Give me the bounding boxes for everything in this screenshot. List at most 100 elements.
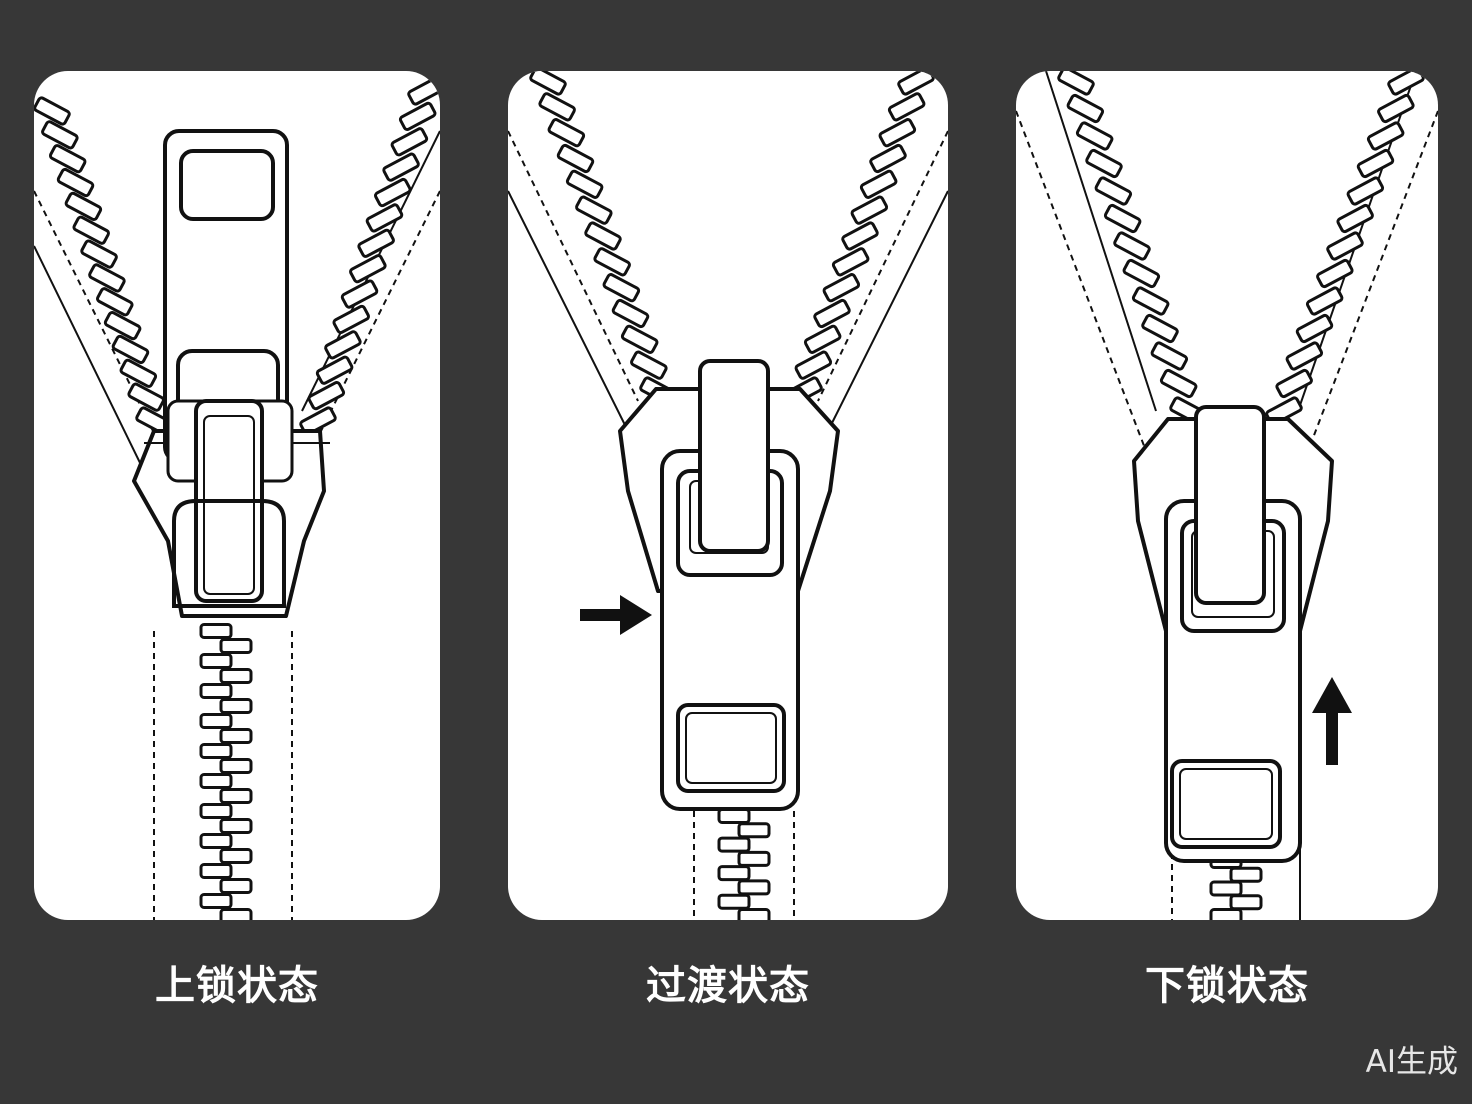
zipper-tooth xyxy=(841,221,879,251)
caption-locked-down: 下锁状态 xyxy=(1145,963,1309,1009)
zipper-tooth xyxy=(374,177,412,208)
zipper-tooth xyxy=(813,298,851,329)
zipper-tooth xyxy=(887,92,926,122)
zipper-tooth xyxy=(199,893,233,909)
zipper-tooth xyxy=(1316,258,1354,289)
zipper-tooth xyxy=(219,818,253,834)
zipper-tooth xyxy=(199,653,233,669)
zipper-tooth xyxy=(41,120,79,150)
zipper-tooth xyxy=(199,683,233,699)
panel-locked-up xyxy=(34,71,440,920)
zipper-tooth xyxy=(382,152,420,182)
arrow-up-icon xyxy=(1312,677,1352,765)
zipper-tooth xyxy=(850,195,889,225)
zipper-tooth xyxy=(1229,866,1263,883)
zipper-tooth xyxy=(737,879,771,896)
zipper-tooth xyxy=(611,298,650,329)
caption-transition: 过渡状态 xyxy=(646,963,810,1009)
zipper-tooth xyxy=(547,118,586,148)
zipper-tooth xyxy=(219,698,253,714)
zipper-tooth xyxy=(620,324,659,354)
zipper-tooth xyxy=(64,191,103,221)
zipper-tooth xyxy=(72,215,110,245)
zipper-tooth xyxy=(219,668,253,684)
zipper-tooth xyxy=(529,71,567,96)
zipper-tooth xyxy=(1387,71,1425,96)
zipper-tooth xyxy=(1305,286,1344,316)
zipper-tooth xyxy=(80,239,118,269)
zipper-tooth xyxy=(556,143,595,174)
zipper-tooth xyxy=(1103,203,1142,234)
zipper-tooth xyxy=(315,355,354,385)
zipper-tooth xyxy=(1377,93,1415,124)
zipper-tooth xyxy=(822,273,861,303)
zipper-tooth xyxy=(407,76,440,106)
zipper-tooth xyxy=(1075,121,1114,151)
zipper-tooth xyxy=(1141,313,1179,344)
zipper-tooth xyxy=(593,247,631,277)
zipper-slider-icon xyxy=(1132,405,1334,863)
caption-locked-up: 上锁状态 xyxy=(155,963,319,1009)
zipper-tooth xyxy=(398,101,437,131)
panel-transition xyxy=(508,71,948,920)
zipper-tooth xyxy=(34,96,71,126)
zipper-tooth xyxy=(737,908,771,920)
zipper-tooth xyxy=(103,311,142,341)
zipper-tooth xyxy=(390,127,429,157)
zipper-tooth xyxy=(199,713,233,729)
zipper-tooth xyxy=(199,803,233,819)
zipper-tooth xyxy=(717,808,751,824)
zipper-tooth xyxy=(340,279,379,309)
zipper-tooth xyxy=(349,254,387,284)
zipper-tooth xyxy=(1346,176,1385,206)
zipper-tooth xyxy=(1094,176,1133,206)
zipper-tooth xyxy=(584,221,622,251)
zipper-tooth xyxy=(1131,286,1170,316)
zipper-tooth xyxy=(1275,368,1313,399)
zipper-tooth xyxy=(1057,71,1095,96)
zipper-tooth xyxy=(717,893,751,910)
zipper-tooth xyxy=(1209,908,1243,920)
zipper-tooth xyxy=(1295,313,1334,344)
zipper-tooth xyxy=(794,350,833,380)
zipper-tooth xyxy=(717,865,751,882)
zipper-tooth xyxy=(199,773,233,789)
zipper-tooth xyxy=(1113,231,1151,261)
zipper-tooth xyxy=(88,263,126,293)
zipper-tooth xyxy=(111,334,150,365)
zipper-tooth xyxy=(737,850,771,867)
zipper-tooth xyxy=(565,169,604,199)
zipper-tooth xyxy=(119,358,158,388)
zipper-tooth xyxy=(803,324,842,354)
zipper-tooth xyxy=(859,169,898,199)
zipper-tooth xyxy=(127,382,165,412)
zipper-tooth xyxy=(1209,880,1243,897)
zipper-tooth xyxy=(602,273,641,303)
ai-generated-watermark: AI生成 xyxy=(1365,1044,1458,1080)
zipper-tooth xyxy=(1326,231,1364,261)
zipper-tooth xyxy=(199,743,233,759)
zipper-tooth xyxy=(199,623,233,639)
zipper-tooth xyxy=(96,287,134,317)
zipper-slider-icon xyxy=(163,129,294,608)
zipper-tooth xyxy=(56,167,95,198)
zipper-slider-icon xyxy=(618,359,840,811)
zipper-tooth xyxy=(897,71,935,96)
zipper-tooth xyxy=(831,247,870,277)
zipper-tooth xyxy=(357,228,395,258)
zipper-tooth xyxy=(219,728,253,744)
zipper-tooth xyxy=(630,350,668,380)
zipper-tooth xyxy=(1336,203,1374,234)
zipper-transition-illustration xyxy=(508,71,948,920)
zipper-tooth xyxy=(717,836,751,853)
zipper-tooth xyxy=(365,203,404,233)
zipper-tooth xyxy=(1366,121,1405,151)
zipper-tooth xyxy=(737,822,771,839)
zipper-locked-down-illustration xyxy=(1016,71,1438,920)
zipper-tooth xyxy=(219,638,253,654)
zipper-tooth xyxy=(575,195,613,225)
zipper-tooth xyxy=(219,878,253,894)
zipper-tooth xyxy=(1229,894,1263,911)
zipper-tooth xyxy=(1066,93,1105,124)
